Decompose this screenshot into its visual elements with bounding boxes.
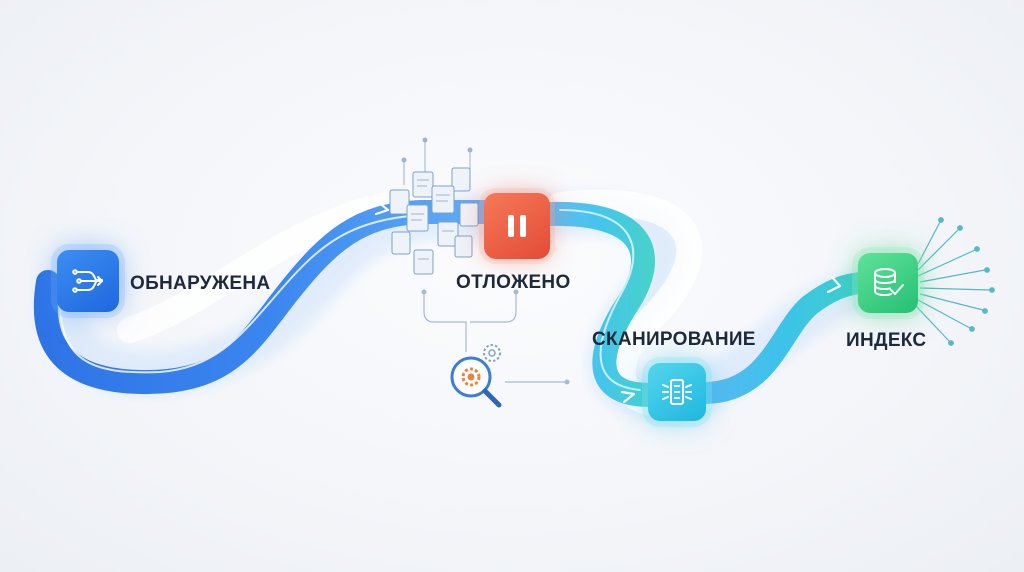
stage-node-index <box>858 253 918 313</box>
documents-icon <box>389 137 479 275</box>
stage-node-deferred <box>484 193 550 259</box>
flow-arrow-2 <box>620 390 636 404</box>
flow-arrow-3 <box>826 275 842 294</box>
stage-label-scanning: СКАНИРОВАНИЕ <box>592 329 756 350</box>
flow-band-highlight-2 <box>559 209 641 391</box>
stage-label-discovered: ОБНАРУЖЕНА <box>130 273 271 294</box>
stage-label-deferred: ОТЛОЖЕНО <box>456 272 571 293</box>
stage-node-discovered <box>57 250 119 312</box>
flow-band-scanning-index <box>694 272 873 404</box>
magnifier-gear-icon <box>450 344 502 408</box>
inspection-connector <box>421 289 570 385</box>
pause-icon <box>508 215 526 237</box>
flow-arrow-1 <box>374 200 390 216</box>
flow-band-highlight <box>59 215 411 374</box>
flow-band-deferred-scanning <box>538 201 662 407</box>
stage-label-index: ИНДЕКС <box>846 330 927 351</box>
database-check-icon <box>874 268 904 296</box>
scanner-chip-icon <box>662 379 692 405</box>
radiating-lines-icon <box>915 217 995 346</box>
stage-node-scanning <box>648 363 706 421</box>
flow-arrows-icon <box>72 269 103 293</box>
